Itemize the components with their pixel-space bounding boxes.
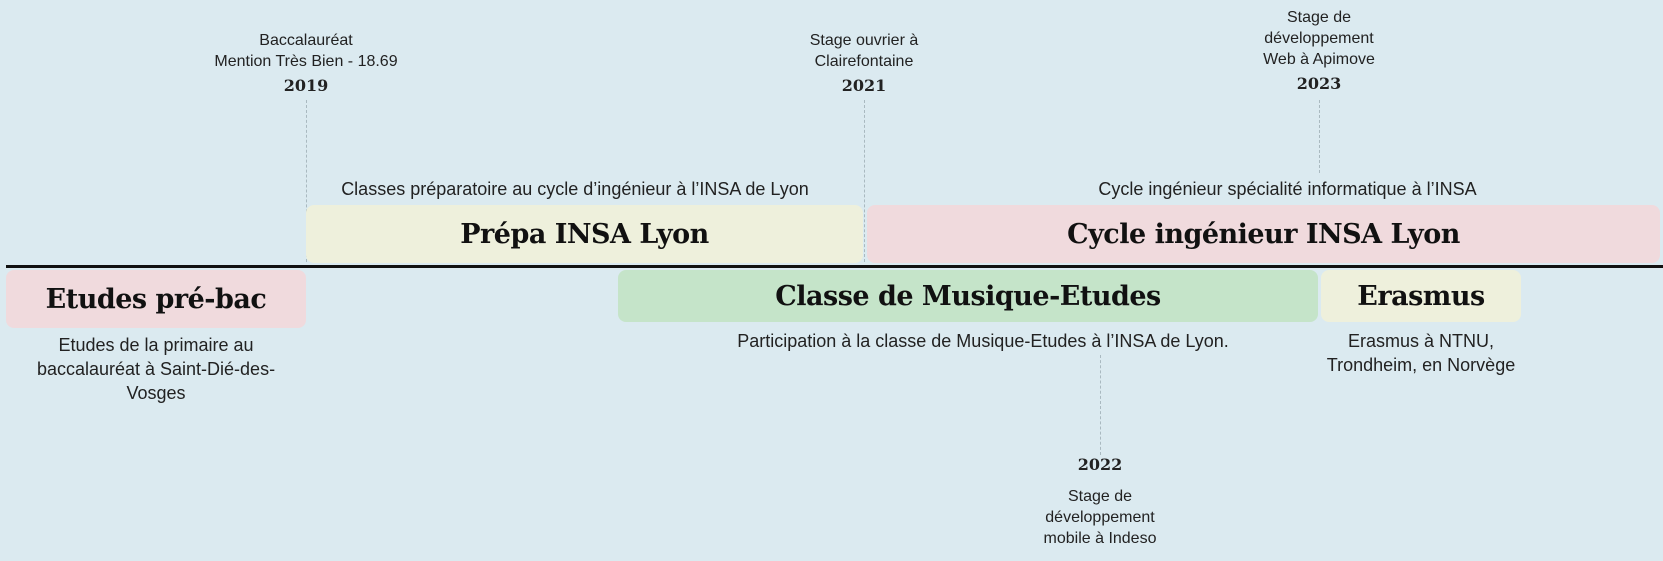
prebac-description: Etudes de la primaire au baccalauréat à … bbox=[6, 333, 306, 405]
cycle-description: Cycle ingénieur spécialité informatique … bbox=[1098, 179, 1477, 199]
milestone-line: mobile à Indeso bbox=[1043, 530, 1157, 547]
musique-bar: Classe de Musique-Etudes bbox=[618, 270, 1318, 322]
milestone-2023-connector bbox=[1319, 100, 1320, 173]
erasmus-bar: Erasmus bbox=[1321, 270, 1521, 322]
milestone-2021-connector bbox=[864, 100, 865, 262]
milestone-line: Clairefontaine bbox=[814, 53, 914, 70]
milestone-line: développement bbox=[1045, 509, 1155, 526]
milestone-line: Baccalauréat bbox=[259, 32, 353, 49]
prebac-title: Etudes pré-bac bbox=[45, 283, 267, 315]
prepa-description: Classes préparatoire au cycle d’ingénieu… bbox=[341, 179, 809, 199]
erasmus-description-line: Trondheim, en Norvège bbox=[1326, 355, 1516, 375]
milestone-year: 2023 bbox=[1296, 74, 1342, 93]
milestone-year: 2022 bbox=[1077, 455, 1123, 474]
milestone-line: Mention Très Bien - 18.69 bbox=[214, 53, 398, 70]
prepa-bar: Prépa INSA Lyon bbox=[306, 205, 863, 263]
milestone-line: Stage de bbox=[1286, 9, 1352, 26]
milestone-2019-connector bbox=[306, 100, 307, 262]
erasmus-title: Erasmus bbox=[1357, 280, 1485, 312]
musique-description: Participation à la classe de Musique-Etu… bbox=[737, 331, 1229, 351]
milestone-2019: Baccalauréat Mention Très Bien - 18.69 2… bbox=[156, 30, 456, 95]
erasmus-description: Erasmus à NTNU, Trondheim, en Norvège bbox=[1301, 329, 1541, 377]
milestone-2023: Stage de développement Web à Apimove 202… bbox=[1169, 7, 1469, 93]
erasmus-description-line: Erasmus à NTNU, bbox=[1347, 331, 1495, 351]
milestone-2022: 2022 Stage de développement mobile à Ind… bbox=[950, 455, 1250, 549]
prebac-description-line: baccalauréat à Saint-Dié-des- bbox=[36, 359, 276, 379]
milestone-2022-connector bbox=[1100, 355, 1101, 455]
milestone-line: Web à Apimove bbox=[1263, 51, 1375, 68]
milestone-year: 2021 bbox=[841, 76, 887, 95]
prepa-title: Prépa INSA Lyon bbox=[460, 218, 709, 250]
milestone-line: Stage de bbox=[1067, 488, 1133, 505]
milestone-line: développement bbox=[1264, 30, 1374, 47]
milestone-2021: Stage ouvrier à Clairefontaine 2021 bbox=[714, 30, 1014, 95]
musique-title: Classe de Musique-Etudes bbox=[775, 280, 1161, 312]
milestone-year: 2019 bbox=[283, 76, 329, 95]
cycle-title: Cycle ingénieur INSA Lyon bbox=[1067, 218, 1460, 250]
cycle-bar: Cycle ingénieur INSA Lyon bbox=[867, 205, 1660, 263]
prebac-description-line: Vosges bbox=[126, 383, 186, 403]
timeline-axis bbox=[6, 265, 1663, 268]
prebac-bar: Etudes pré-bac bbox=[6, 270, 306, 328]
milestone-line: Stage ouvrier à bbox=[809, 32, 919, 49]
prebac-description-line: Etudes de la primaire au bbox=[58, 335, 254, 355]
